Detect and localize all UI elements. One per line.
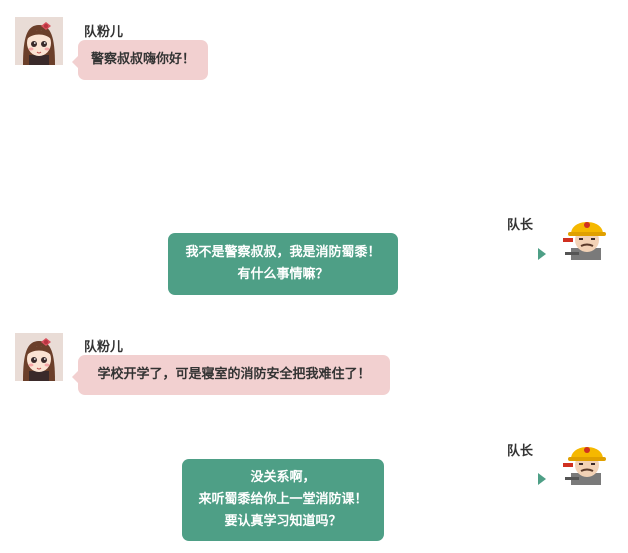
message-bubble: 我不是警察叔叔，我是消防蜀黍！ 有什么事情嘛？ [168, 233, 398, 295]
girl-avatar-icon[interactable] [15, 17, 63, 65]
message-text: 没关系啊， [250, 470, 316, 485]
message-bubble: 没关系啊， 来听蜀黍给你上一堂消防课！ 要认真学习知道吗？ [182, 459, 384, 541]
message-bubble: 学校开学了，可是寝室的消防安全把我难住了！ [72, 355, 390, 395]
sender-name: 队长 [507, 444, 534, 459]
message-text: 有什么事情嘛？ [237, 267, 329, 282]
firefighter-avatar-icon[interactable] [561, 437, 609, 485]
message-text: 来听蜀黍给你上一堂消防课！ [198, 492, 368, 507]
message-text: 警察叔叔嗨你好！ [90, 52, 195, 67]
message-text: 我不是警察叔叔，我是消防蜀黍！ [185, 245, 381, 260]
message-bubble: 警察叔叔嗨你好！ [72, 40, 208, 80]
firefighter-avatar-icon[interactable] [561, 212, 609, 260]
bubble-pointer-icon [538, 248, 546, 260]
sender-name: 队粉儿 [84, 340, 124, 355]
girl-avatar-icon[interactable] [15, 333, 63, 381]
message-text: 要认真学习知道吗？ [224, 514, 342, 529]
sender-name: 队长 [507, 218, 534, 233]
bubble-pointer-icon [538, 473, 546, 485]
sender-name: 队粉儿 [84, 25, 124, 40]
message-text: 学校开学了，可是寝室的消防安全把我难住了！ [97, 367, 371, 382]
